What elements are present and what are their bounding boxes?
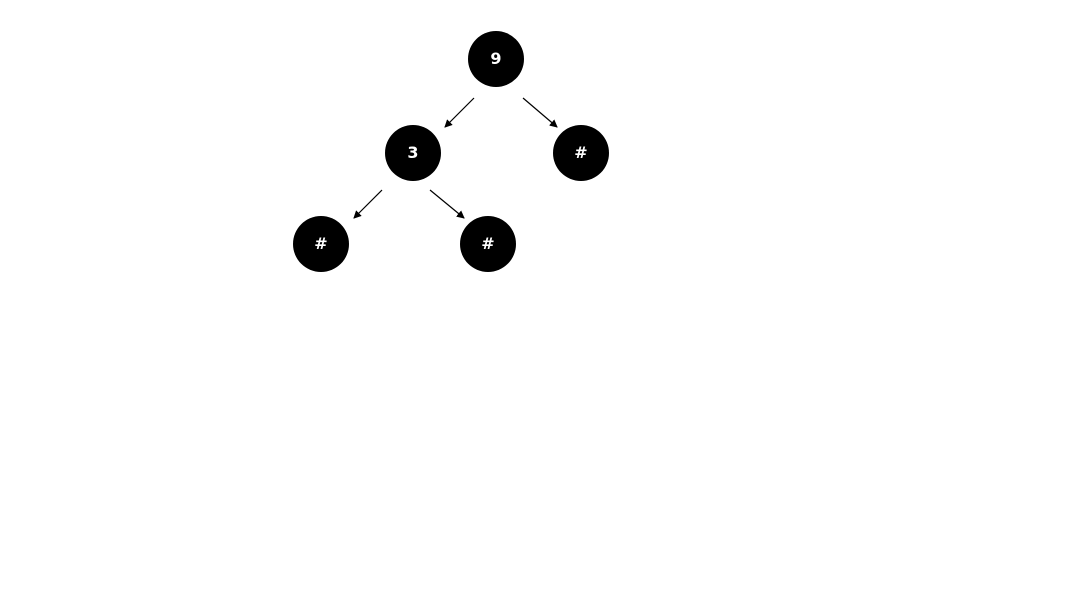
node-label: # <box>481 234 495 253</box>
edge-left-to-left-right <box>429 189 465 219</box>
node-label: 9 <box>490 49 502 68</box>
node-label: 3 <box>407 143 419 162</box>
edge-root-to-right <box>522 97 558 128</box>
edge-left-to-left-left <box>353 189 383 219</box>
edge-root-to-left <box>444 97 475 128</box>
tree-node-left-left: # <box>293 216 349 272</box>
tree-node-left-right: # <box>460 216 516 272</box>
node-label: # <box>574 143 588 162</box>
tree-node-root: 9 <box>468 31 524 87</box>
tree-node-left: 3 <box>385 125 441 181</box>
tree-node-right: # <box>553 125 609 181</box>
node-label: # <box>314 234 328 253</box>
